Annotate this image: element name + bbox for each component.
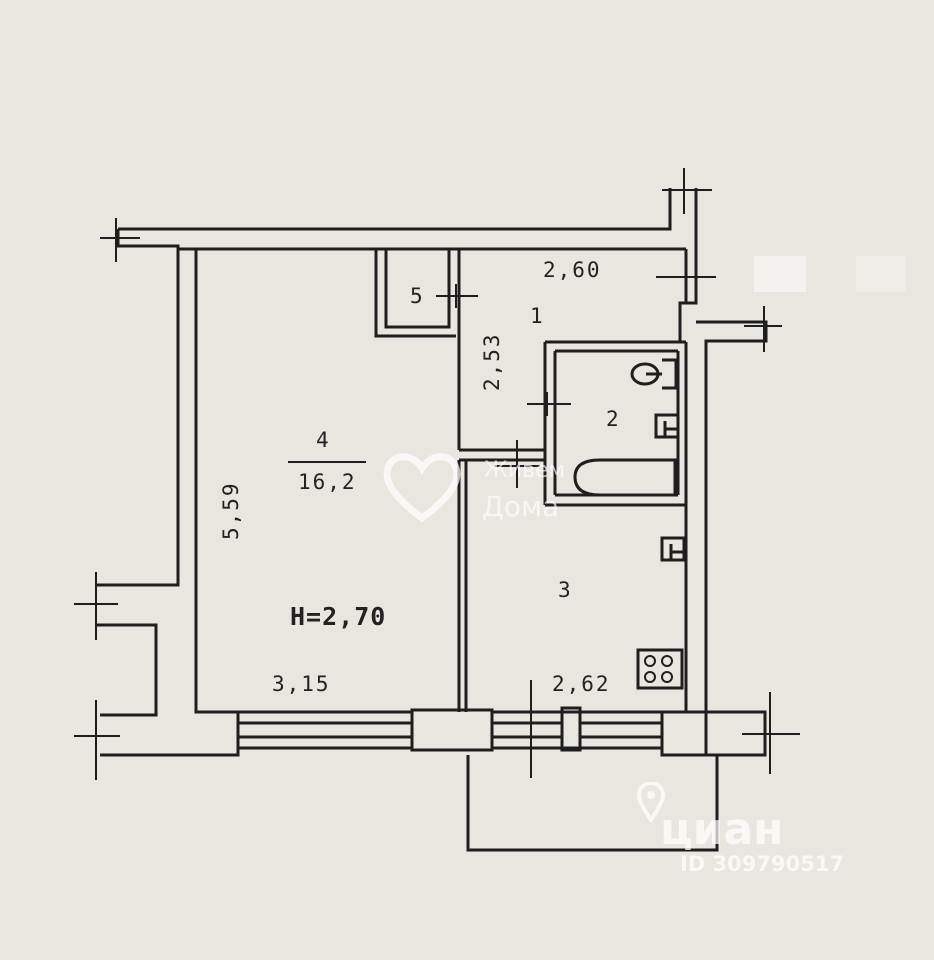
white-patch	[754, 256, 806, 292]
room-3-label: 3	[558, 578, 573, 602]
bath-sink	[654, 413, 680, 439]
balcony	[466, 755, 719, 852]
watermark-listing-id: ID 309790517	[680, 852, 845, 876]
room-2-label: 2	[606, 407, 621, 431]
closet-5	[374, 249, 456, 338]
watermark-line-1: Живем	[484, 458, 566, 483]
pier-left	[410, 708, 494, 752]
pier-right	[660, 710, 708, 757]
room-4-label: 4	[316, 428, 331, 452]
dimension-room4-length: 5,59	[219, 481, 243, 540]
kitchen-sink	[660, 536, 686, 562]
dimension-room4-width: 3,15	[272, 672, 331, 696]
outer-wall-top	[118, 188, 672, 231]
dimension-room1-width: 2,60	[543, 258, 602, 282]
dimension-room3-width: 2,62	[552, 672, 611, 696]
window-left	[238, 710, 412, 750]
dimension-room1-length: 2,53	[480, 332, 504, 391]
bathroom-wall-left	[543, 342, 557, 505]
room-4-area: 16,2	[298, 470, 357, 494]
partition-1-lower	[459, 448, 545, 462]
watermark-line-2: Дома	[482, 490, 560, 523]
outer-wall-left-3	[100, 249, 240, 757]
heart-logo-icon	[383, 453, 461, 523]
white-patch	[856, 256, 906, 292]
pier-mid	[560, 706, 582, 752]
outer-wall-left	[96, 229, 180, 587]
outer-wall-left-2	[96, 623, 158, 717]
location-pin-icon	[636, 782, 666, 822]
stove	[636, 648, 684, 690]
bathtub	[573, 458, 677, 497]
ceiling-height: H=2,70	[290, 602, 387, 631]
bathroom-wall-top	[545, 340, 686, 353]
outer-wall-right	[678, 188, 698, 344]
toilet-bowl	[630, 362, 660, 386]
room-5-label: 5	[410, 284, 425, 308]
window-right	[492, 710, 662, 750]
room-1-label: 1	[530, 304, 545, 328]
watermark-brand: циан	[660, 804, 784, 855]
